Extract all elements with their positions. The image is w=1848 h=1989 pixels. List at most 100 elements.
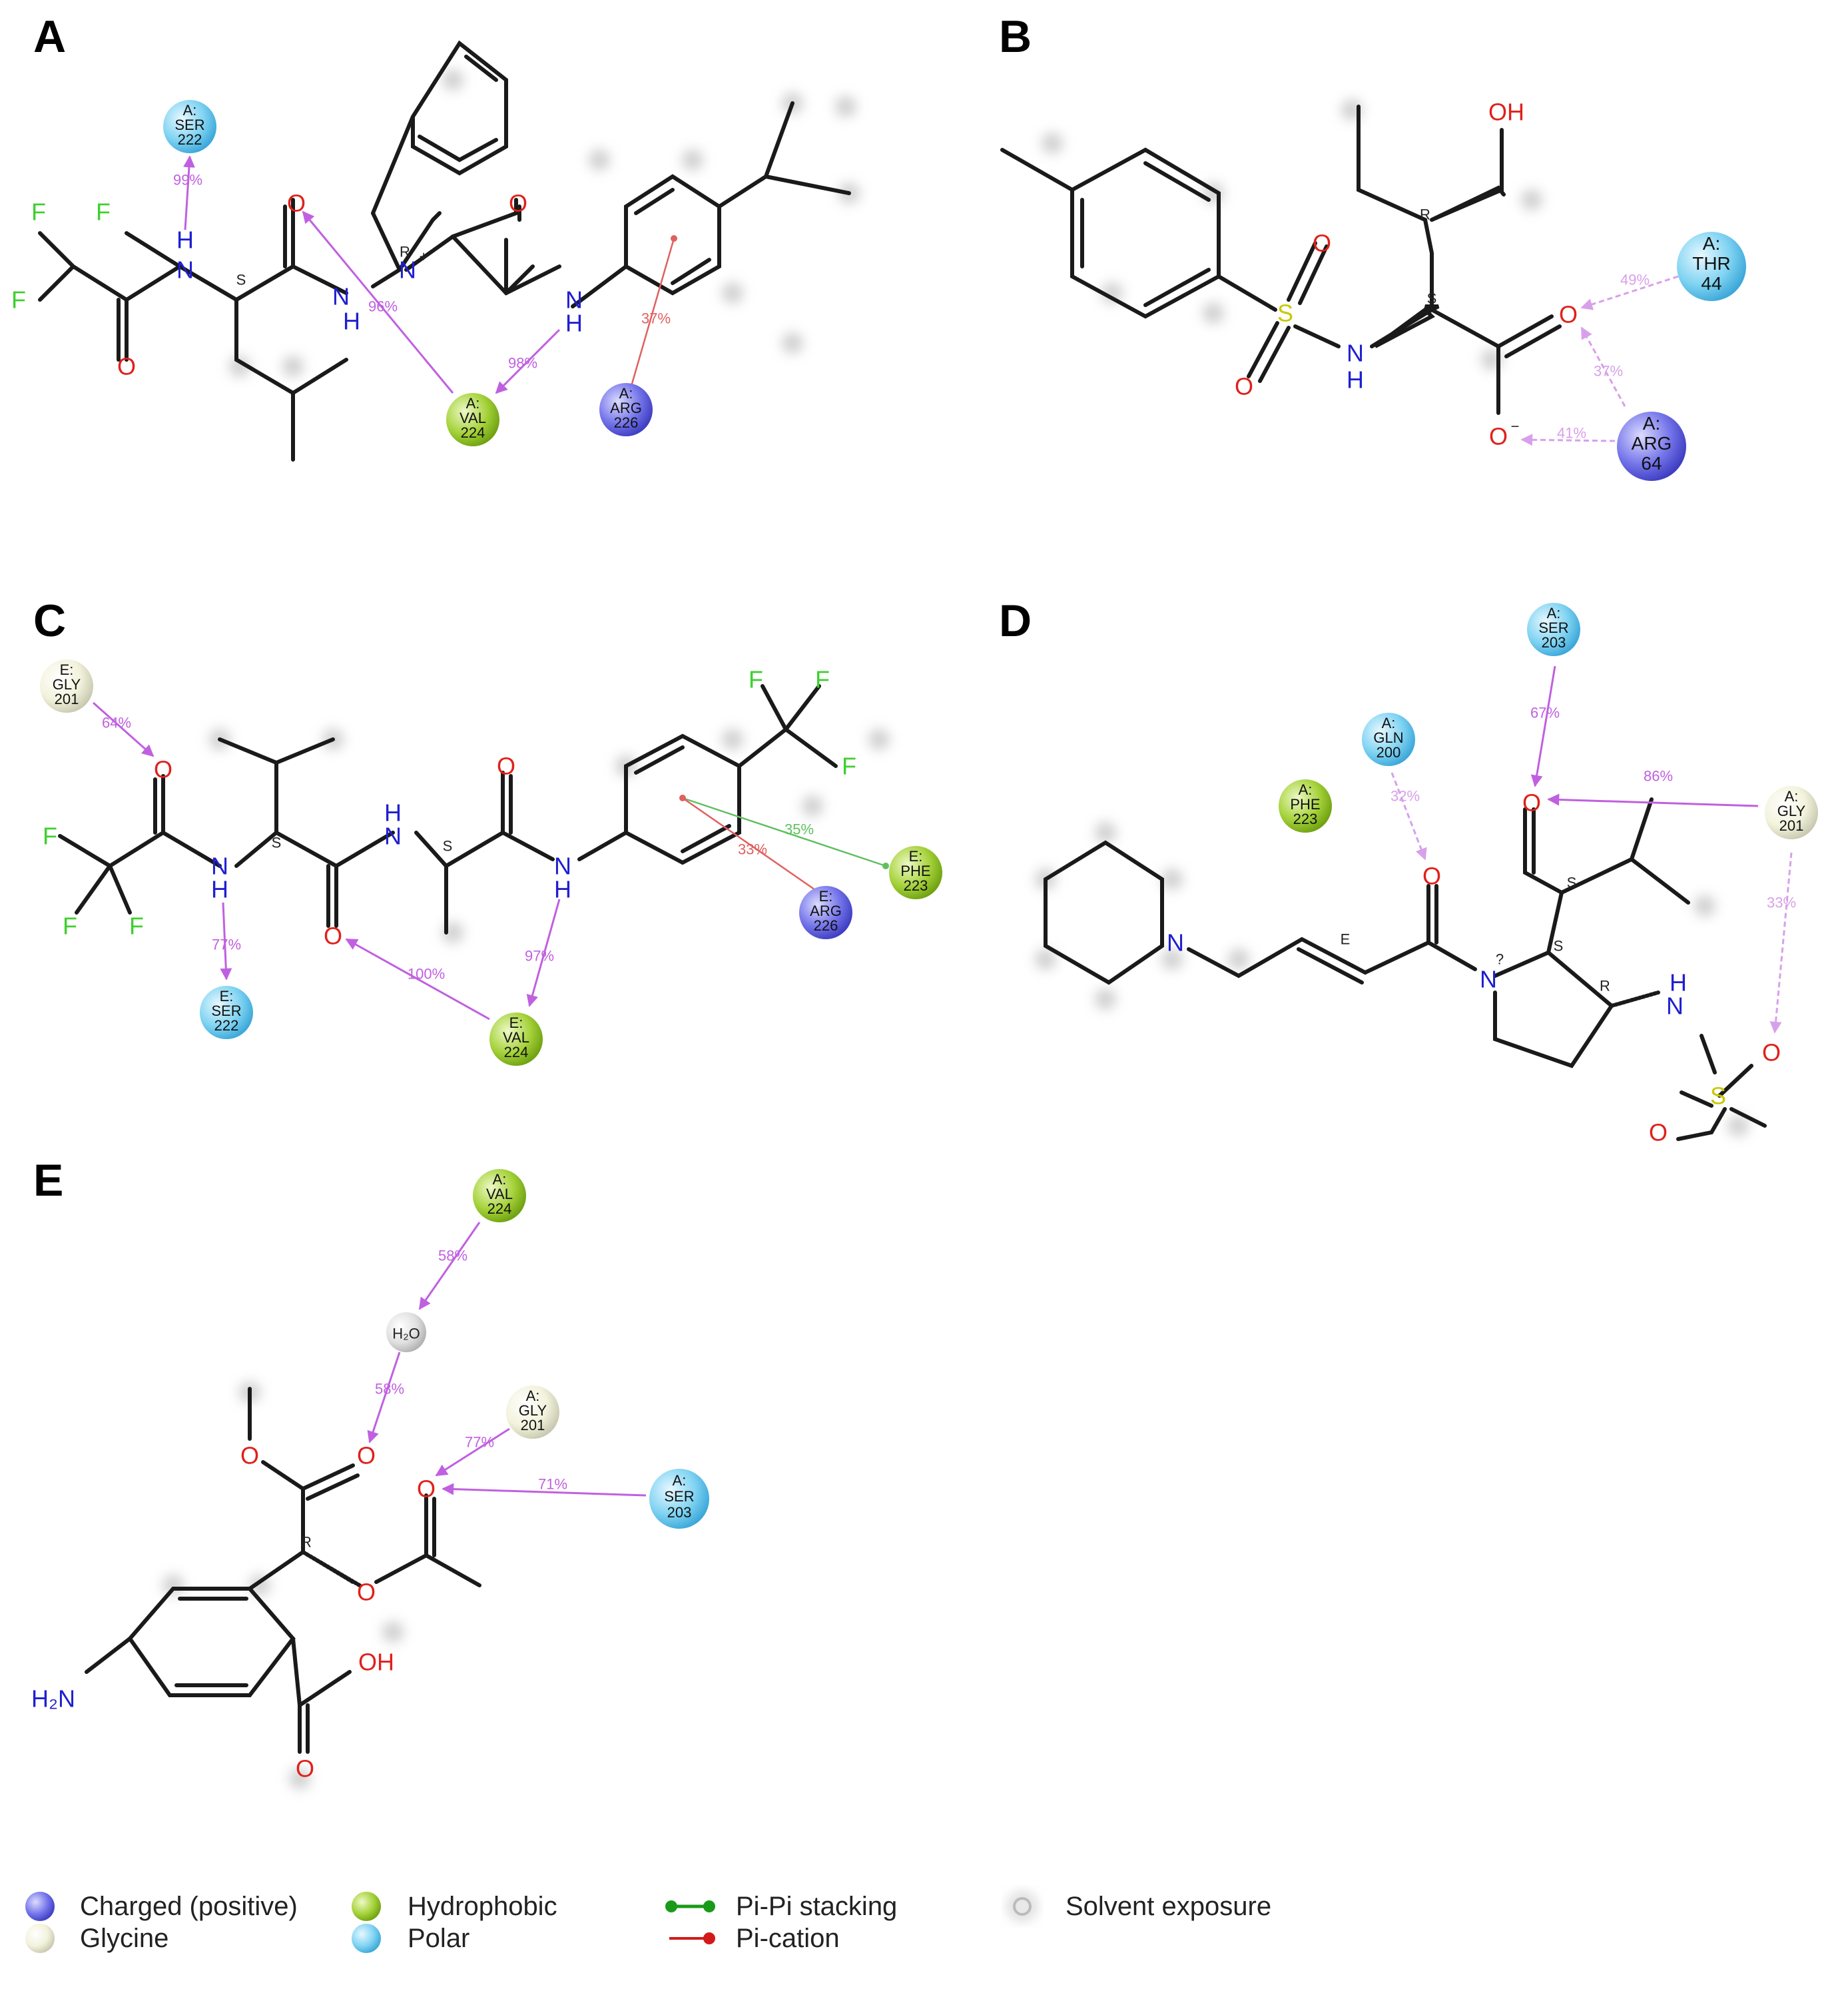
atom-c-n2h: H <box>384 799 402 827</box>
residue-label-name: GLY <box>53 676 81 693</box>
atom-b-oh: OH <box>1488 99 1524 126</box>
residue-label-name: ARG <box>610 400 642 416</box>
residue-d-ser203: A: SER 203 <box>1527 603 1580 656</box>
interaction-label-d-1: 67% <box>1530 705 1560 721</box>
atom-c-n2: N <box>384 823 402 850</box>
legend-item-pi-pi: Pi-Pi stacking <box>665 1892 897 1921</box>
pi-center-a <box>671 235 677 242</box>
residue-label-num: 64 <box>1641 453 1662 474</box>
atom-d-s: S <box>1710 1082 1726 1110</box>
legend-swatch-pi-pi-dot2 <box>703 1900 715 1912</box>
interaction-label-d-2: 32% <box>1390 788 1420 805</box>
legend-swatch-pi-cation-dot <box>703 1932 715 1944</box>
stereo-b-s: S <box>1427 290 1437 307</box>
atom-c-n1h: H <box>211 876 228 903</box>
panel-letter-c: C <box>33 596 66 646</box>
panel-b: B OH R S S O O N H O O − 4 <box>999 11 1746 481</box>
legend-item-solvent: Solvent exposure <box>1010 1892 1271 1921</box>
atom-d-o2: O <box>1522 789 1541 817</box>
residue-label-chain: A: <box>1547 605 1561 621</box>
legend-item-glycine: Glycine <box>25 1924 168 1953</box>
atom-b-o2: O <box>1235 373 1253 400</box>
residue-label-chain: A: <box>466 395 480 412</box>
residue-c-arg226: E: ARG 226 <box>799 886 852 939</box>
panel-letter-a: A <box>33 11 66 62</box>
stereo-c-s1: S <box>272 835 282 851</box>
legend-swatch-pi-pi-dot1 <box>665 1900 677 1912</box>
atom-c-o3: O <box>497 753 515 780</box>
interaction-line-d-3 <box>1547 793 1759 807</box>
residue-b-arg64: A: ARG 64 <box>1617 412 1686 481</box>
ligand-d-bonds <box>1044 797 1767 1141</box>
interaction-label-a-4: 37% <box>641 310 671 327</box>
residue-label-name: PHE <box>900 863 930 879</box>
interaction-label-c-3: 100% <box>408 966 445 983</box>
interaction-label-e-2: 58% <box>375 1381 404 1397</box>
residue-label-chain: A: <box>526 1388 540 1404</box>
atom-a-n4: N <box>565 286 583 314</box>
residue-label-chain: E: <box>220 988 234 1004</box>
interaction-line-c-6 <box>682 797 820 894</box>
atom-c-o1: O <box>154 756 172 783</box>
legend: Charged (positive) Glycine Hydrophobic P… <box>25 1892 1271 1953</box>
interaction-label-b-3: 41% <box>1557 425 1586 442</box>
residue-label-name: GLY <box>1777 803 1806 819</box>
residue-label-name: PHE <box>1290 796 1320 813</box>
stereo-d-r: R <box>1600 978 1610 994</box>
residue-d-phe223: A: PHE 223 <box>1279 779 1332 833</box>
legend-label-pi-pi: Pi-Pi stacking <box>736 1892 897 1921</box>
residue-label-num: 222 <box>214 1017 239 1034</box>
legend-item-polar: Polar <box>352 1924 469 1953</box>
stereo-d-s1: S <box>1567 875 1577 891</box>
residue-label-chain: A: <box>1382 715 1396 731</box>
stereo-c-s2: S <box>443 838 453 855</box>
residue-label-name: SER <box>174 117 204 133</box>
atom-d-o1: O <box>1422 863 1441 890</box>
interaction-label-c-1: 64% <box>102 715 131 731</box>
legend-swatch-glycine <box>25 1924 55 1953</box>
residue-label-chain: E: <box>819 888 833 905</box>
stereo-e-r: R <box>301 1534 312 1551</box>
residue-label-chain: A: <box>1643 413 1660 434</box>
interaction-line-c-2 <box>220 902 232 981</box>
residue-label-chain: A: <box>493 1171 507 1188</box>
residue-label-num: 200 <box>1377 744 1401 761</box>
atom-e-o3: O <box>357 1579 376 1606</box>
atom-b-o1: O <box>1313 230 1331 257</box>
residue-label-num: 201 <box>55 691 79 707</box>
residue-e-ser203: A: SER 203 <box>649 1469 709 1529</box>
residue-label-chain: E: <box>509 1014 523 1031</box>
interaction-line-d-4 <box>1769 852 1793 1034</box>
atom-a-f2: F <box>96 199 111 226</box>
residue-c-val224: E: VAL 224 <box>489 1012 543 1066</box>
residue-label-num: 201 <box>1779 817 1804 834</box>
ligand-a-bonds <box>38 40 851 462</box>
atom-b-n: N <box>1347 340 1364 367</box>
ligand-c-atoms: F F F O N H S O H N S O N H F F F <box>43 666 856 950</box>
residue-label-num: 223 <box>904 877 928 894</box>
legend-item-pi-cation: Pi-cation <box>669 1924 840 1953</box>
panel-e: E O O R O O OH O H₂N 58% 58% 77% <box>31 1155 709 1783</box>
atom-a-n3: N <box>399 256 416 284</box>
residue-label-num: 223 <box>1293 811 1318 827</box>
interaction-label-c-4: 97% <box>525 948 554 965</box>
atom-a-o1: O <box>117 353 136 380</box>
ligand-d-atoms: N E O N ? O S S R H N O O S <box>1167 789 1781 1146</box>
interaction-label-d-4: 33% <box>1767 895 1796 911</box>
residue-label-num: 224 <box>504 1044 529 1060</box>
panel-a: A F F F O H N S O N H R <box>11 11 851 462</box>
residue-label-num: 224 <box>487 1200 512 1217</box>
residue-label-name: VAL <box>486 1186 513 1202</box>
residue-label-num: 203 <box>667 1504 692 1521</box>
legend-item-hydrophobic: Hydrophobic <box>352 1892 557 1921</box>
interaction-line-a-2b <box>302 210 454 394</box>
legend-label-glycine: Glycine <box>80 1924 168 1953</box>
legend-swatch-charged <box>25 1892 55 1921</box>
interaction-label-e-4: 71% <box>538 1476 567 1493</box>
interaction-line-e-3 <box>435 1427 510 1477</box>
atom-a-o3: O <box>509 190 527 217</box>
ligand-b-bonds <box>1000 105 1562 415</box>
legend-label-solvent: Solvent exposure <box>1066 1892 1271 1921</box>
interaction-label-b-2: 37% <box>1594 363 1623 380</box>
